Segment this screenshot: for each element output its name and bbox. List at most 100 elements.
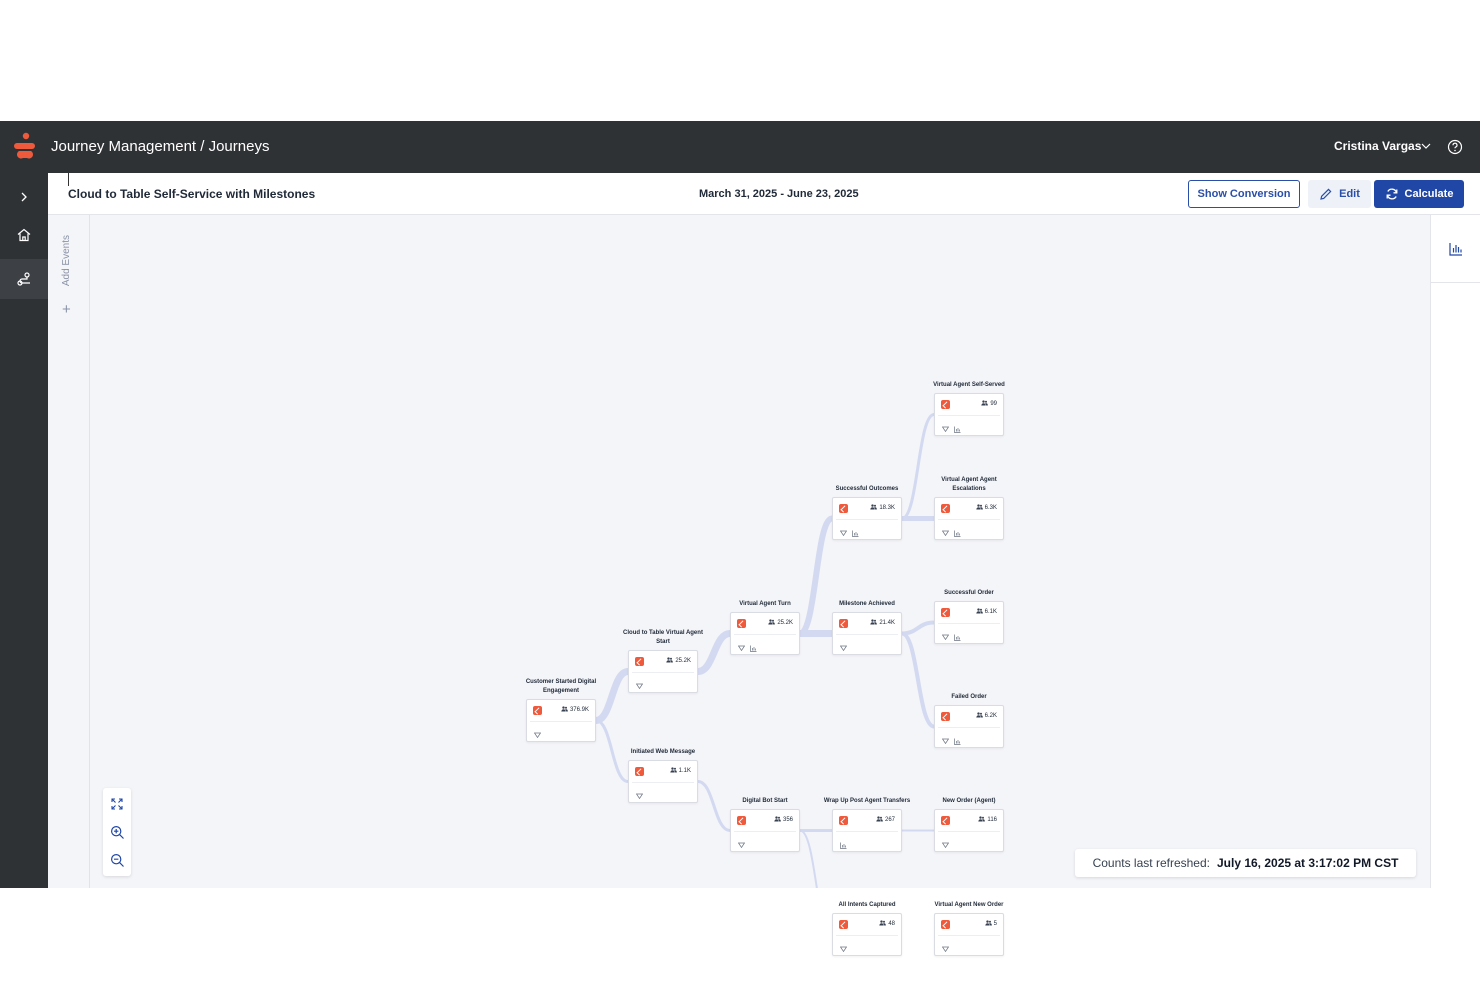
node-chart-icon[interactable] [840, 836, 847, 854]
filter-icon[interactable] [839, 940, 848, 958]
journey-node[interactable]: 116 [934, 809, 1004, 852]
customers-icon [984, 920, 992, 928]
filter-icon[interactable] [635, 787, 644, 805]
journey-node[interactable]: 48 [832, 913, 902, 956]
journey-canvas[interactable]: Counts last refreshed: July 16, 2025 at … [90, 215, 1430, 956]
node-divider [938, 831, 1000, 832]
event-type-icon [737, 816, 746, 825]
journey-node[interactable]: 356 [730, 809, 800, 852]
filter-icon[interactable] [533, 726, 542, 744]
node-divider [938, 519, 1000, 520]
filter-icon[interactable] [941, 628, 950, 646]
node-chart-icon[interactable] [954, 524, 961, 542]
node-count-value: 1.1K [678, 768, 691, 774]
node-divider [734, 634, 796, 635]
calculate-button[interactable]: Calculate [1374, 180, 1464, 208]
node-count-value: 356 [782, 817, 793, 823]
filter-icon[interactable] [737, 639, 746, 657]
node-title: Virtual Agent Agent Escalations [941, 477, 997, 492]
filter-icon[interactable] [737, 836, 746, 854]
journey-node[interactable]: 6.3K [934, 497, 1004, 540]
node-count-value: 6.1K [984, 609, 997, 615]
journey-node[interactable]: 18.3K [832, 497, 902, 540]
fit-to-screen-button[interactable] [103, 790, 131, 818]
journey-node[interactable]: 267 [832, 809, 902, 852]
node-count: 376.9K [561, 706, 589, 714]
filter-icon[interactable] [635, 677, 644, 695]
add-event-plus-icon[interactable]: + [62, 301, 71, 318]
journey-name[interactable]: Cloud to Table Self-Service with Milesto… [68, 187, 316, 201]
journey-node[interactable]: 376.9K [526, 699, 596, 742]
node-count-value: 267 [884, 817, 895, 823]
journey-node[interactable]: 1.1K [628, 760, 698, 803]
filter-icon[interactable] [941, 524, 950, 542]
node-actions [941, 524, 961, 542]
filter-icon[interactable] [941, 940, 950, 958]
journey-link [901, 413, 935, 520]
node-chart-icon[interactable] [954, 420, 961, 438]
journey-node[interactable]: 99 [934, 393, 1004, 436]
node-count-value: 116 [987, 817, 997, 823]
journey-node[interactable]: 25.2K [730, 612, 800, 655]
node-count: 6.2K [975, 712, 997, 720]
show-conversion-button[interactable]: Show Conversion [1188, 180, 1300, 208]
counts-refreshed-banner: Counts last refreshed: July 16, 2025 at … [1075, 849, 1416, 877]
node-title: Cloud to Table Virtual Agent Start [623, 630, 703, 645]
event-type-icon [941, 608, 950, 617]
edit-button[interactable]: Edit [1308, 180, 1371, 208]
pencil-icon [1320, 188, 1332, 200]
journey-node[interactable]: 6.2K [934, 705, 1004, 748]
node-count-value: 25.2K [777, 620, 793, 626]
node-chart-icon[interactable] [954, 732, 961, 750]
filter-icon[interactable] [941, 732, 950, 750]
node-count: 99 [981, 400, 997, 408]
event-type-icon [941, 712, 950, 721]
add-events-label[interactable]: Add Events [61, 235, 72, 287]
event-type-icon [635, 657, 644, 666]
node-title: Successful Outcomes [835, 486, 899, 492]
date-range[interactable]: March 31, 2025 - June 23, 2025 [699, 188, 859, 200]
zoom-out-button[interactable] [103, 846, 131, 874]
right-panel [1430, 215, 1480, 888]
node-count: 116 [978, 816, 997, 824]
node-chart-icon[interactable] [750, 639, 757, 657]
node-count-value: 376.9K [569, 707, 589, 713]
node-actions [941, 628, 961, 646]
journey-node[interactable]: 6.1K [934, 601, 1004, 644]
show-conversion-label: Show Conversion [1197, 188, 1291, 200]
filter-icon[interactable] [941, 420, 950, 438]
filter-icon[interactable] [941, 836, 950, 854]
journey-node[interactable]: 21.4K [832, 612, 902, 655]
journey-node[interactable]: 25.2K [628, 650, 698, 693]
left-navigation [0, 173, 48, 888]
node-count: 356 [774, 816, 793, 824]
customers-icon [975, 712, 983, 720]
event-type-icon [533, 706, 542, 715]
node-chart-icon[interactable] [852, 524, 859, 542]
zoom-in-icon [110, 825, 124, 839]
node-divider [938, 727, 1000, 728]
node-chart-icon[interactable] [954, 628, 961, 646]
analytics-panel-button[interactable] [1431, 215, 1480, 283]
node-actions [941, 940, 950, 958]
zoom-in-button[interactable] [103, 818, 131, 846]
node-title: New Order (Agent) [942, 798, 996, 804]
journey-link [594, 668, 630, 724]
filter-icon[interactable] [839, 639, 848, 657]
journey-node[interactable]: 5 [934, 913, 1004, 956]
user-menu[interactable]: Cristina Vargas [1334, 139, 1422, 153]
node-count: 5 [984, 920, 997, 928]
event-type-icon [941, 400, 950, 409]
customers-icon [981, 400, 989, 408]
nav-journeys[interactable] [0, 259, 48, 299]
help-icon[interactable] [1447, 139, 1463, 155]
filter-icon[interactable] [839, 524, 848, 542]
node-actions [839, 639, 848, 657]
nav-home[interactable] [0, 215, 48, 255]
chevron-down-icon[interactable] [1420, 140, 1432, 152]
node-actions [839, 524, 859, 542]
expand-nav-button[interactable] [0, 177, 48, 217]
chevron-right-icon [21, 192, 27, 202]
customers-icon [975, 608, 983, 616]
customers-icon [876, 816, 883, 824]
